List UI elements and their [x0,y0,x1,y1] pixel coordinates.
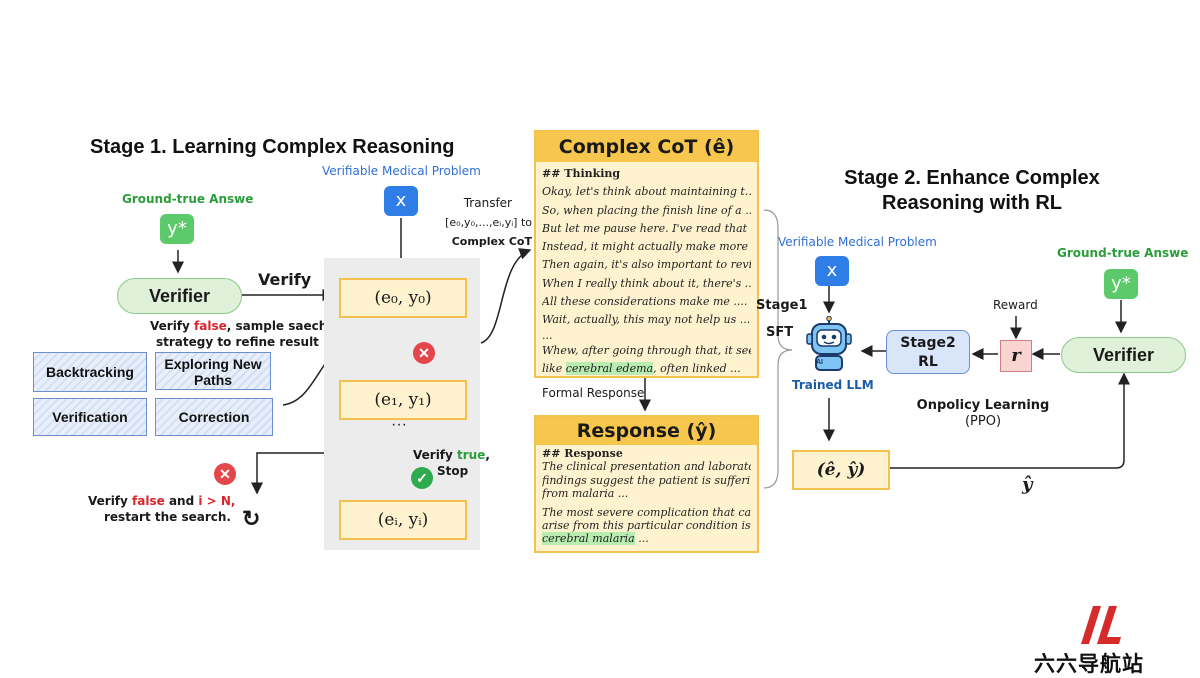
robot-tag: AI [816,359,823,366]
strategy-text: strategy to refine result [156,335,319,349]
restart-text: Verify false and i > N, restart the sear… [88,493,235,525]
restart-icon: ↻ [242,506,261,531]
restart-cond: i > N, [198,494,236,508]
verify-true-text: Verify true, Stop [413,448,490,478]
stage2-rl-box: Stage2 RL [886,330,970,374]
response-body: ## Response The clinical presentation an… [536,445,757,551]
response-line: The most severe complication that can [542,505,751,519]
stage2-rl-line2: RL [918,354,938,370]
restart-line2: restart the search. [104,510,231,524]
state-i: (eᵢ, yᵢ) [339,500,467,540]
stage2-verifier-box: Verifier [1061,337,1186,373]
strategy-exploring-new-paths: Exploring New Paths [155,352,271,390]
cot-panel: Complex CoT (ê) ## Thinking Okay, let's … [534,130,759,378]
transfer-line2: [e₀,y₀,...,eᵢ,yᵢ] to [445,216,532,229]
sample-text: , sample saech [226,319,328,333]
true-word: true [457,448,486,462]
cot-line: ... [542,329,553,342]
sft-label: SFT [766,325,794,340]
cot-line: So, when placing the finish line of a ..… [542,203,751,217]
cot-title: Complex CoT (ê) [536,132,757,162]
cot-last-line2: like cerebral edema, often linked ... [542,360,751,378]
strategy-correction: Correction [155,398,273,436]
cot-line: All these considerations make me .... [542,295,748,309]
strategy-verification: Verification [33,398,147,436]
response-heading: ## Response [542,447,623,460]
false-word: false [194,319,227,333]
response-panel: Response (ŷ) ## Response The clinical pr… [534,415,759,553]
transfer-line1: Transfer [463,196,512,210]
trained-llm-label: Trained LLM [792,378,874,392]
reward-label: Reward [993,298,1038,312]
stage2-ground-truth-label: Ground-true Answe [1057,246,1189,260]
problem-label: Verifiable Medical Problem [322,164,481,178]
response-title: Response (ŷ) [536,417,757,445]
response-line: The clinical presentation and laboratory [542,460,751,474]
cot-body: ## Thinking Okay, let's think about main… [536,162,757,376]
cot-line: Okay, let's think about maintaining t... [542,185,751,199]
restart-false: false [132,494,165,508]
stage2-rl-line1: Stage2 [900,335,956,351]
transfer-text: Transfer [e₀,y₀,...,eᵢ,yᵢ] to Complex Co… [436,194,532,251]
cot-last-suffix: , often linked ... [653,361,741,375]
stage1-sft-label: Stage1 SFT [756,292,808,346]
verifier-box: Verifier [117,278,242,314]
state-1: (e₁, y₁) [339,380,467,420]
response-line: arise from this particular condition is [542,519,751,533]
cot-heading: ## Thinking [542,167,621,180]
y-hat-label: ŷ [1022,474,1033,495]
state-0: (e₀, y₀) [339,278,467,318]
stage2-ground-truth-badge: y* [1104,269,1138,299]
ground-truth-badge: y* [160,214,194,244]
output-pair-box: (ê, ŷ) [792,450,890,490]
strategy-backtracking: Backtracking [33,352,147,392]
response-highlight: cerebral malaria [542,532,635,546]
response-line: from malaria ... [542,487,629,501]
cot-last-prefix: like [542,361,566,375]
cot-highlight: cerebral edema [565,361,654,375]
response-suffix: ... [634,532,649,546]
cot-line: When I really think about it, there's ..… [542,276,751,290]
stage2-title-line1: Stage 2. Enhance Complex [844,167,1100,189]
verify-label: Verify [258,270,312,289]
formal-response-label: Formal Response [542,386,645,400]
onpolicy-line1: Onpolicy Learning [916,398,1050,413]
watermark-logo [1081,606,1121,644]
robot-icon [806,316,852,371]
transfer-line3: Complex CoT [451,235,532,248]
onpolicy-label: Onpolicy Learning (PPO) [908,398,1058,430]
ground-truth-label: Ground-true Answe [122,192,254,206]
response-last-line: cerebral malaria ... [542,532,751,546]
cot-line: Instead, it might actually make more ... [542,240,751,254]
fail-icon: ✕ [413,342,435,364]
cot-last-line1: Whew, after going through that, it seems [542,343,751,357]
restart-and: and [168,494,195,508]
stage2-title: Stage 2. Enhance Complex Reasoning with … [812,166,1132,216]
stop-text: Stop [437,464,469,478]
stage2-problem-label: Verifiable Medical Problem [778,235,937,249]
restart-fail-icon: ✕ [214,463,236,485]
stage2-problem-badge: x [815,256,849,286]
reward-box: r [1000,340,1032,372]
cot-line: Wait, actually, this may not help us ... [542,313,751,327]
stage2-title-line2: Reasoning with RL [882,192,1062,214]
verify-false-text: Verify false, sample saech strategy to r… [150,318,350,350]
ellipsis: ··· [391,416,407,433]
watermark-text: 六六导航站 [1034,652,1144,676]
cot-line: But let me pause here. I've read that ..… [542,221,751,235]
verify-true-prefix: Verify [413,448,453,462]
cot-line: Then again, it's also important to revi.… [542,258,751,272]
onpolicy-line2: (PPO) [964,414,1002,429]
restart-verify: Verify [88,494,128,508]
success-icon: ✓ [411,467,433,489]
stage1-title: Stage 1. Learning Complex Reasoning [90,136,455,158]
stage1-label: Stage1 [756,298,808,313]
problem-badge: x [384,186,418,216]
verify-word: Verify [150,319,190,333]
response-line: findings suggest the patient is sufferin… [542,473,751,487]
